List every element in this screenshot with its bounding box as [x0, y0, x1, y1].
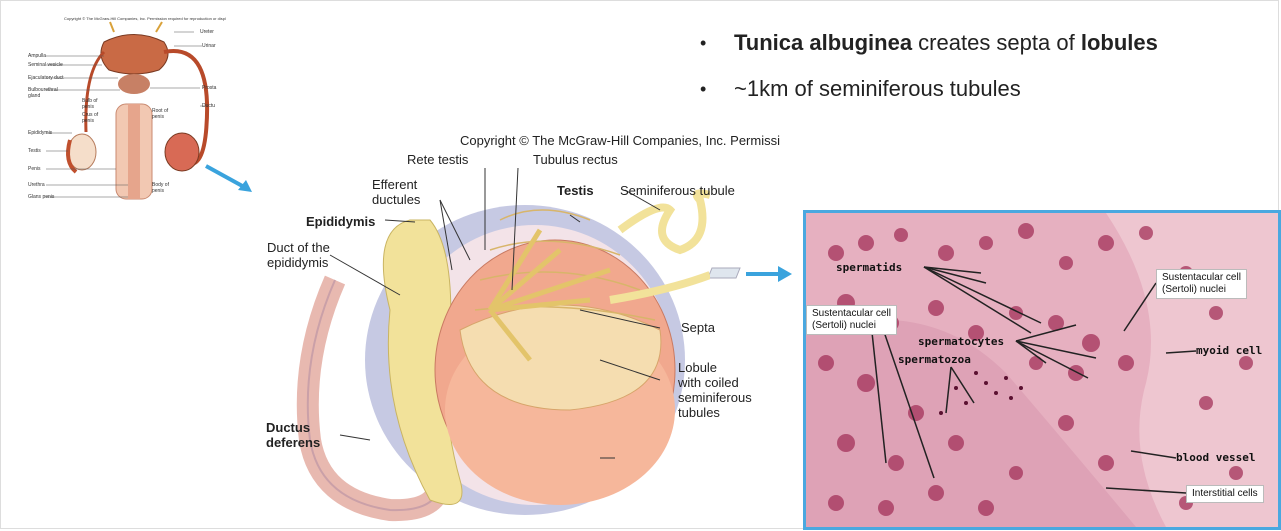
label-blood-vessel: blood vessel — [1176, 451, 1256, 464]
label-ductus-small: Ductu — [202, 103, 216, 109]
label-bulbourethral-gland: Bulbourethral gland — [28, 87, 58, 99]
label-urethra: Urethra — [28, 182, 45, 188]
histology-micrograph: spermatids spermatocytes spermatozoa myo… — [803, 210, 1281, 530]
label-myoid-cell: myoid cell — [1196, 344, 1263, 357]
label-testis-small: Testis — [28, 148, 41, 154]
testis-illustration — [296, 167, 710, 522]
label-crus-of-penis: Crus of penis — [82, 112, 99, 124]
label-sertoli-right: Sustentacular cell (Sertoli) nuclei — [1156, 269, 1247, 299]
label-spermatocytes: spermatocytes — [918, 335, 1005, 348]
label-spermatids: spermatids — [836, 261, 903, 274]
label-efferent-ductules: Efferent ductules — [372, 177, 421, 207]
anatomy-illustration — [46, 21, 210, 200]
bold-term-lobules: lobules — [1080, 30, 1158, 55]
label-epididymis: Epididymis — [306, 214, 376, 229]
bullet-text-plain: creates septa of — [912, 30, 1081, 55]
label-glans-penis: Glans penis — [28, 194, 55, 200]
label-lobule: Lobule with coiled seminiferous tubules — [678, 360, 752, 420]
male-anatomy-figure: Copyright © The McGraw-Hill Companies, I… — [24, 12, 226, 208]
label-bulb-of-penis: Bulb of penis — [82, 98, 98, 110]
bullet-text-2: ~1km of seminiferous tubules — [734, 76, 1021, 101]
label-testis: Testis — [557, 183, 594, 198]
label-body-of-penis: Body of penis — [152, 182, 169, 194]
bullet-list: • Tunica albuginea creates septa of lobu… — [700, 20, 1158, 112]
label-rete-testis: Rete testis — [407, 152, 469, 167]
label-septa: Septa — [681, 320, 715, 335]
bold-term-tunica: Tunica albuginea — [734, 30, 913, 55]
bullet-item-1: • Tunica albuginea creates septa of lobu… — [700, 20, 1158, 66]
bullet-text-1: Tunica albuginea creates septa of lobule… — [734, 20, 1158, 66]
label-root-of-penis: Root of penis — [152, 108, 169, 120]
label-ductus-deferens: Ductus deferens — [266, 420, 321, 450]
bullet-dot-icon: • — [700, 33, 707, 53]
label-prostate: Prosta — [202, 85, 217, 91]
label-duct-of-epididymis: Duct of the epididymis — [267, 240, 330, 270]
label-tubulus-rectus: Tubulus rectus — [533, 152, 618, 167]
testis-copyright: Copyright © The McGraw-Hill Companies, I… — [460, 133, 780, 148]
arrow-to-micrograph-icon — [707, 266, 792, 282]
arrow-to-testis-icon — [205, 164, 252, 192]
label-ampulla: Ampulla — [28, 53, 47, 59]
label-spermatozoa: spermatozoa — [898, 353, 971, 366]
label-urinary: Urinar — [202, 43, 216, 49]
label-ureter: Ureter — [200, 29, 214, 35]
label-sertoli-left: Sustentacular cell (Sertoli) nuclei — [806, 305, 897, 335]
tissue-image — [806, 213, 1278, 527]
label-seminal-vesicle: Seminal vesicle — [28, 62, 63, 68]
label-seminiferous-tubule: Seminiferous tubule — [620, 183, 735, 198]
bullet-dot-icon: • — [700, 79, 707, 99]
label-penis: Penis — [28, 166, 41, 172]
bullet-item-2: • ~1km of seminiferous tubules — [700, 66, 1158, 112]
label-interstitial-cells: Interstitial cells — [1186, 485, 1264, 503]
small-copyright: Copyright © The McGraw-Hill Companies, I… — [64, 16, 226, 21]
label-epididymis-small: Epididymis — [28, 130, 53, 136]
label-ejaculatory-duct: Ejaculatory duct — [28, 75, 64, 81]
